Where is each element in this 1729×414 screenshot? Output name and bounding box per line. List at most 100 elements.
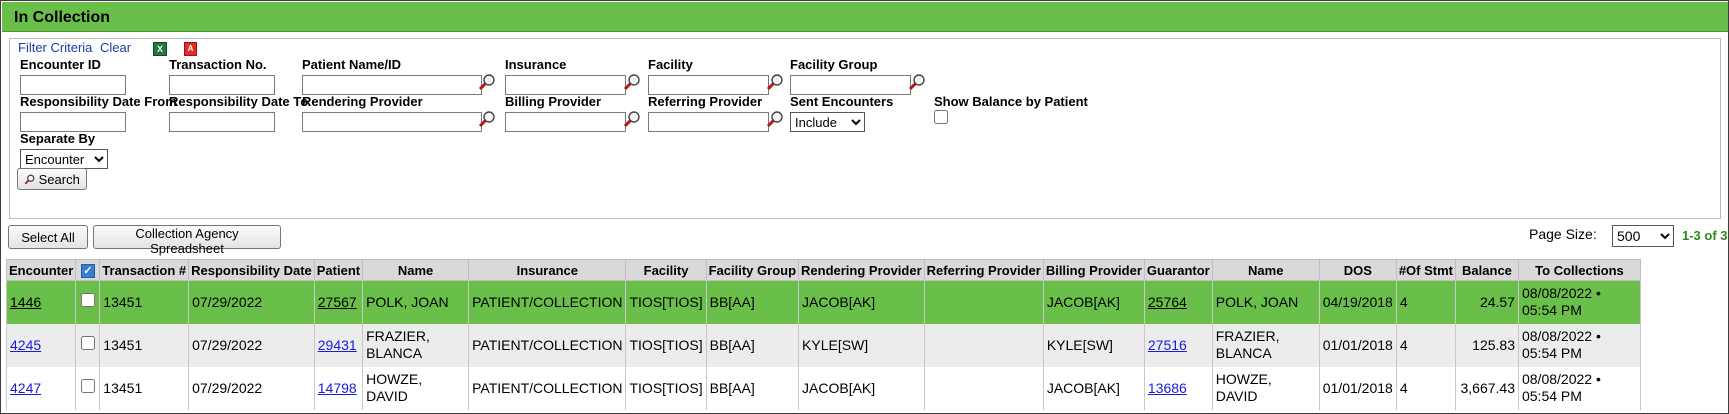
insurance-input[interactable] [505,75,626,95]
col-dos[interactable]: DOS [1318,259,1397,281]
facility-group-label: Facility Group [790,57,878,72]
insurance-lookup-icon[interactable] [623,73,641,91]
row-checkbox[interactable] [80,293,95,308]
rendering-provider-lookup-icon[interactable] [478,110,496,128]
col-guarantor-name[interactable]: Name [1211,259,1320,281]
page-count: 1-3 of 3 [1682,228,1728,243]
show-balance-label: Show Balance by Patient [934,94,1088,109]
guarantor-link[interactable]: 25764 [1147,293,1187,310]
col-to-collections[interactable]: To Collections [1517,259,1641,281]
encounter-link[interactable]: 4247 [10,379,42,396]
resp-date-from-input[interactable] [20,112,126,132]
guarantor-link[interactable]: 13686 [1147,379,1187,396]
col-facility[interactable]: Facility [625,259,707,281]
resp-date-to-input[interactable] [169,112,275,132]
encounter-id-input[interactable] [20,75,126,95]
balance-cell: 125.83 [1454,323,1519,367]
table-header-row: Encounter ✓ Transaction # Responsibility… [5,259,1641,281]
guarantor-link[interactable]: 27516 [1147,336,1187,353]
page-size-label: Page Size: [1529,226,1597,242]
select-all-button[interactable]: Select All [8,225,88,249]
referring-provider-cell [923,366,1044,410]
name-cell: POLK, JOAN [362,280,470,324]
col-stmt-count[interactable]: #Of Stmt [1395,259,1456,281]
col-rendering-provider[interactable]: Rendering Provider [798,259,925,281]
col-billing-provider[interactable]: Billing Provider [1042,259,1145,281]
insurance-cell: PATIENT/COLLECTION [468,280,627,324]
facility-lookup-icon[interactable] [766,73,784,91]
name-cell: FRAZIER, BLANCA [362,323,470,367]
separate-by-select[interactable]: Encounter [20,149,108,169]
dos-cell: 01/01/2018 [1318,323,1397,367]
patient-label: Patient Name/ID [302,57,401,72]
pdf-export-icon[interactable]: A [184,42,197,56]
encounter-cell: 4247 [5,366,77,410]
col-responsibility-date[interactable]: Responsibility Date [188,259,315,281]
facility-group-lookup-icon[interactable] [908,73,926,91]
facility-input[interactable] [648,75,769,95]
insurance-cell: PATIENT/COLLECTION [468,366,627,410]
select-cell [75,366,101,410]
col-guarantor[interactable]: Guarantor [1143,259,1213,281]
billing-provider-cell: JACOB[AK] [1042,366,1145,410]
patient-input[interactable] [302,75,482,95]
facility-group-cell: BB[AA] [705,366,800,410]
encounter-cell: 4245 [5,323,77,367]
col-encounter[interactable]: Encounter [5,259,77,281]
table-row[interactable]: 1446 13451 07/29/2022 27567 POLK, JOAN P… [5,280,1641,324]
row-checkbox[interactable] [80,379,95,393]
encounter-cell: 1446 [5,280,77,324]
select-cell [75,280,101,324]
title-bar: In Collection [2,2,1728,32]
excel-export-icon[interactable]: X [153,42,167,56]
rendering-provider-cell: JACOB[AK] [798,366,925,410]
filter-heading: Filter Criteria Clear [18,40,131,55]
col-insurance[interactable]: Insurance [468,259,627,281]
referring-provider-input[interactable] [648,112,769,132]
header-checkbox[interactable]: ✓ [80,263,95,278]
referring-provider-lookup-icon[interactable] [766,110,784,128]
insurance-label: Insurance [505,57,567,72]
filter-criteria-label: Filter Criteria [18,40,93,55]
col-select-all[interactable]: ✓ [75,259,101,281]
billing-provider-lookup-icon[interactable] [623,110,641,128]
resp-date-to-label: Responsibility Date To [169,94,309,109]
col-transaction[interactable]: Transaction # [99,259,190,281]
facility-group-input[interactable] [790,75,911,95]
guarantor-cell: 13686 [1143,366,1213,410]
show-balance-checkbox[interactable] [934,110,948,124]
transaction-no-input[interactable] [169,75,275,95]
col-name[interactable]: Name [362,259,470,281]
col-patient[interactable]: Patient [313,259,364,281]
page-size-select[interactable]: 500 [1612,225,1674,247]
patient-lookup-icon[interactable] [478,73,496,91]
patient-link[interactable]: 29431 [317,336,357,353]
facility-label: Facility [648,57,693,72]
patient-link[interactable]: 27567 [317,293,357,310]
billing-provider-input[interactable] [505,112,626,132]
search-button[interactable]: Search [17,168,87,190]
collection-table: Encounter ✓ Transaction # Responsibility… [5,259,1641,410]
guarantor-name-cell: HOWZE, DAVID [1211,366,1320,410]
resp-date-cell: 07/29/2022 [188,366,315,410]
select-cell [75,323,101,367]
encounter-id-label: Encounter ID [20,57,101,72]
rendering-provider-input[interactable] [302,112,482,132]
clear-link[interactable]: Clear [100,40,132,55]
sent-encounters-select[interactable]: Include [790,112,865,132]
rendering-provider-label: Rendering Provider [302,94,423,109]
col-balance[interactable]: Balance [1454,259,1519,281]
dos-cell: 04/19/2018 [1318,280,1397,324]
page-title: In Collection [14,9,110,26]
collection-agency-spreadsheet-button[interactable]: Collection Agency Spreadsheet [93,225,281,256]
table-row[interactable]: 4245 13451 07/29/2022 29431 FRAZIER, BLA… [5,323,1641,367]
row-checkbox[interactable] [80,336,95,350]
insurance-cell: PATIENT/COLLECTION [468,323,627,367]
col-facility-group[interactable]: Facility Group [705,259,800,281]
encounter-link[interactable]: 1446 [10,293,42,310]
encounter-link[interactable]: 4245 [10,336,42,353]
table-row[interactable]: 4247 13451 07/29/2022 14798 HOWZE, DAVID… [5,366,1641,410]
patient-link[interactable]: 14798 [317,379,357,396]
col-referring-provider[interactable]: Referring Provider [923,259,1044,281]
